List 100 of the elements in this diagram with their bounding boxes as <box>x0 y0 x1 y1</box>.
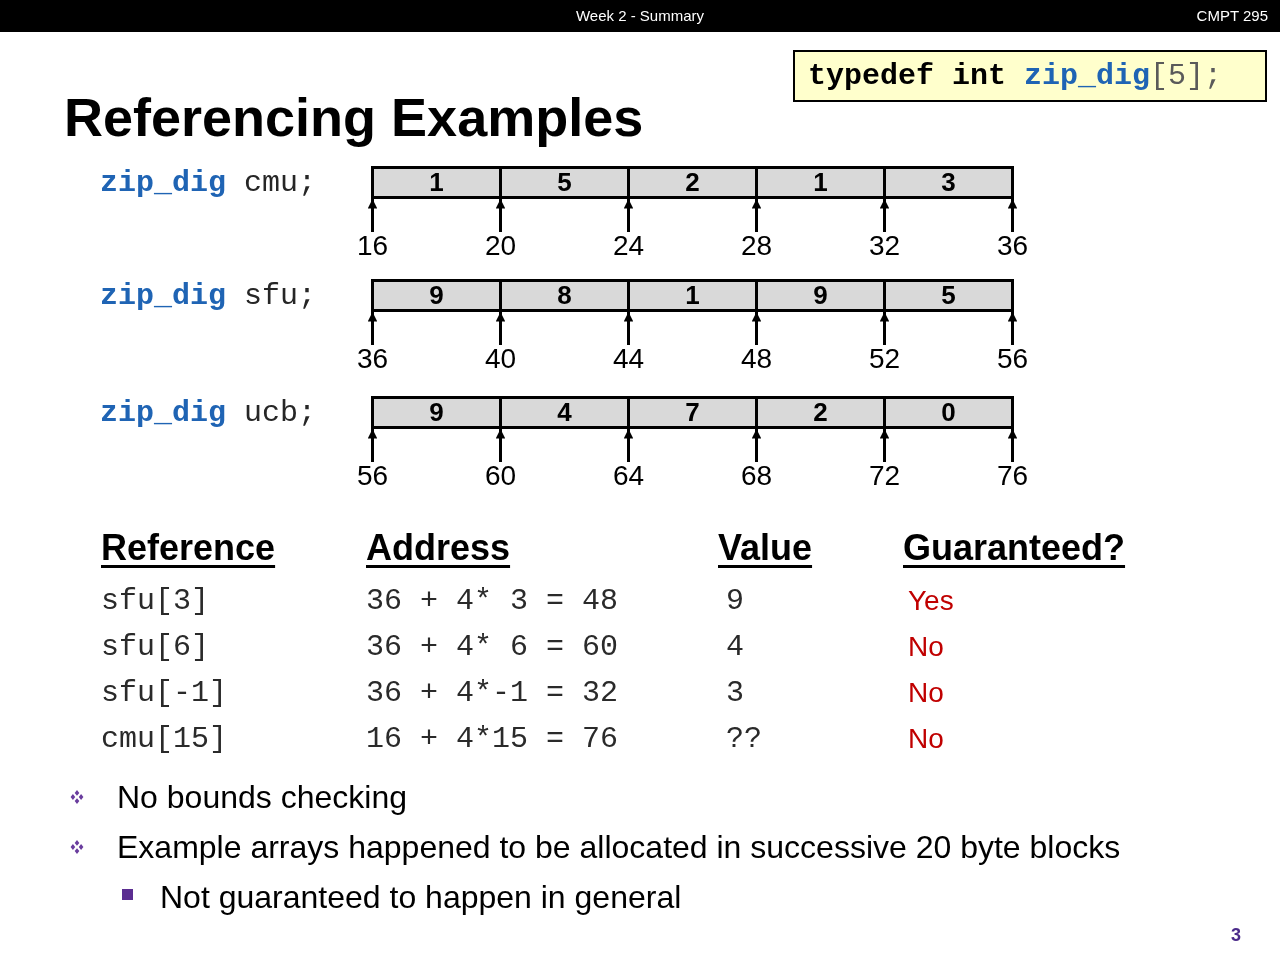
array-cell <box>499 169 627 196</box>
value-text: 4 <box>725 630 744 664</box>
column-header: Address <box>366 527 511 569</box>
guarantee-answer: Yes <box>907 584 954 618</box>
cell-value: 4 <box>557 399 572 426</box>
cell-value: 1 <box>813 169 828 196</box>
column-header: Guaranteed? <box>903 527 1126 569</box>
value-text: ?? <box>725 722 762 756</box>
array-cell <box>883 399 1011 426</box>
cell-value: 9 <box>429 399 444 426</box>
address-label: 36 <box>356 345 389 373</box>
arrow <box>1007 429 1018 462</box>
address-label: 64 <box>612 462 645 490</box>
cell-value: 5 <box>941 282 956 309</box>
arrow <box>751 199 762 232</box>
bullet-text: Example arrays happened to be allocated in successive 20 byte blocks <box>117 828 1121 866</box>
address-label: 76 <box>996 462 1029 490</box>
address-label: 28 <box>740 232 773 260</box>
array-bar <box>371 279 1014 312</box>
address-label: 44 <box>612 345 645 373</box>
cell-value: 0 <box>941 399 956 426</box>
cell-value: 1 <box>685 282 700 309</box>
course-code: CMPT 295 <box>1196 7 1268 25</box>
address-label: 56 <box>996 345 1029 373</box>
address-label: 24 <box>612 232 645 260</box>
array-cell <box>755 399 883 426</box>
array-bar <box>371 396 1014 429</box>
cell-value: 9 <box>813 282 828 309</box>
arrow <box>367 199 378 232</box>
guarantee-answer: No <box>907 676 944 710</box>
address-label: 48 <box>740 345 773 373</box>
address-label: 56 <box>356 462 389 490</box>
address-calculation: 36 + 4* 3 = 48 <box>366 584 619 618</box>
arrow <box>367 429 378 462</box>
address-label: 68 <box>740 462 773 490</box>
array-cell <box>755 169 883 196</box>
reference-expression: sfu[6] <box>101 630 210 664</box>
bullet-text: No bounds checking <box>117 778 407 816</box>
cell-value: 9 <box>429 282 444 309</box>
cell-value: 1 <box>429 169 444 196</box>
arrow <box>495 199 506 232</box>
reference-expression: cmu[15] <box>101 722 228 756</box>
array-cell <box>499 282 627 309</box>
cell-value: 2 <box>685 169 700 196</box>
page-number: 3 <box>1231 924 1241 946</box>
address-label: 52 <box>868 345 901 373</box>
address-label: 32 <box>868 232 901 260</box>
array-cell <box>627 169 755 196</box>
address-label: 20 <box>484 232 517 260</box>
array-cell <box>374 399 499 426</box>
array-cell <box>499 399 627 426</box>
declaration-text: zip_dig ucb; <box>100 397 317 428</box>
array-cell <box>883 169 1011 196</box>
reference-expression: sfu[-1] <box>101 676 228 710</box>
arrow <box>623 199 634 232</box>
reference-expression: sfu[3] <box>101 584 210 618</box>
guarantee-answer: No <box>907 722 944 756</box>
arrow <box>879 199 890 232</box>
arrow <box>751 312 762 345</box>
declaration-text: zip_dig cmu; <box>100 167 317 198</box>
address-calculation: 16 + 4*15 = 76 <box>366 722 619 756</box>
guarantee-answer: No <box>907 630 944 664</box>
arrow <box>1007 199 1018 232</box>
declaration-text: zip_dig sfu; <box>100 280 317 311</box>
arrow <box>879 429 890 462</box>
array-cell <box>374 169 499 196</box>
arrow <box>495 312 506 345</box>
array-cell <box>755 282 883 309</box>
cell-value: 8 <box>557 282 572 309</box>
column-header: Reference <box>101 527 276 569</box>
address-label: 40 <box>484 345 517 373</box>
cell-value: 2 <box>813 399 828 426</box>
address-label: 72 <box>868 462 901 490</box>
address-calculation: 36 + 4* 6 = 60 <box>366 630 619 664</box>
arrow <box>623 429 634 462</box>
cell-value: 5 <box>557 169 572 196</box>
address-label: 60 <box>484 462 517 490</box>
bullet-text: Not guaranteed to happen in general <box>160 878 682 916</box>
header-title: Week 2 - Summary <box>575 7 705 25</box>
code-box <box>793 50 1267 102</box>
arrow <box>367 312 378 345</box>
code-text: typedef int zip_dig[5]; <box>808 61 1223 91</box>
address-calculation: 36 + 4*-1 = 32 <box>366 676 619 710</box>
address-label: 16 <box>356 232 389 260</box>
array-cell <box>627 399 755 426</box>
array-bar <box>371 166 1014 199</box>
arrow <box>495 429 506 462</box>
cell-value: 3 <box>941 169 956 196</box>
array-cell <box>374 282 499 309</box>
array-cell <box>627 282 755 309</box>
arrow <box>751 429 762 462</box>
arrow <box>879 312 890 345</box>
value-text: 3 <box>725 676 744 710</box>
address-label: 36 <box>996 232 1029 260</box>
arrow <box>623 312 634 345</box>
array-cell <box>883 282 1011 309</box>
cell-value: 7 <box>685 399 700 426</box>
arrow <box>1007 312 1018 345</box>
column-header: Value <box>718 527 813 569</box>
value-text: 9 <box>725 584 744 618</box>
